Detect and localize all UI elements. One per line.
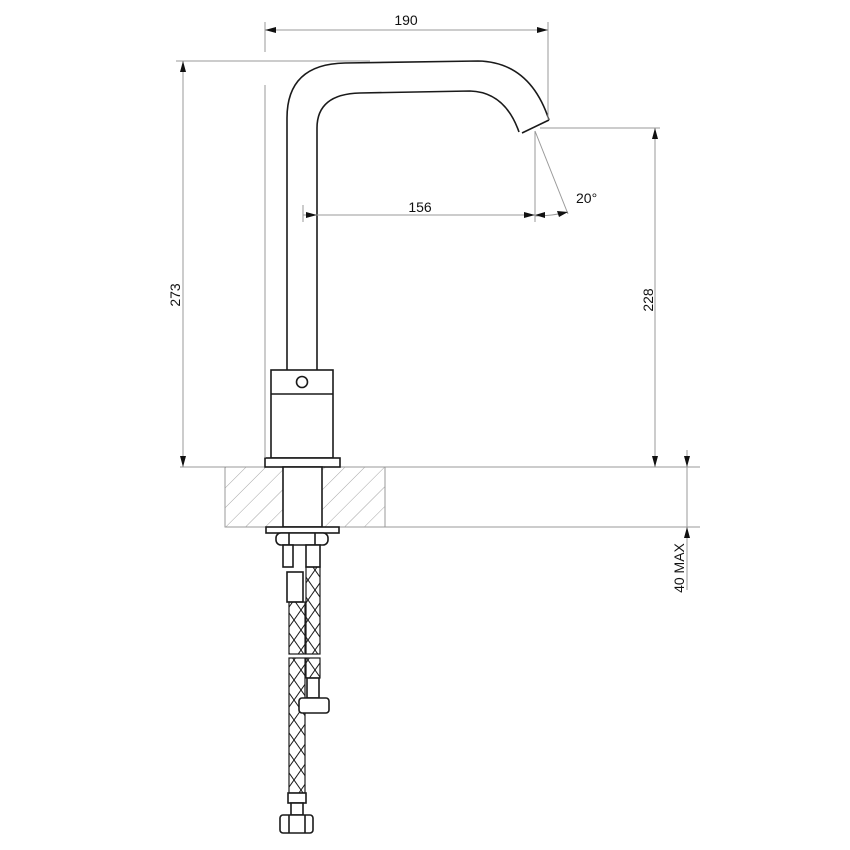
dimension-228: 228 [540, 127, 660, 467]
flexible-hoses [279, 544, 330, 834]
faucet-body [264, 369, 341, 468]
countertop-section [180, 466, 700, 528]
dimension-label-273: 273 [167, 283, 183, 307]
shank [265, 466, 340, 546]
fixing-nut [275, 532, 329, 546]
washer [265, 526, 340, 534]
dimension-angle-20: 20° [534, 130, 597, 218]
dimension-190: 190 [264, 12, 549, 120]
dimension-label-228: 228 [640, 288, 656, 312]
dimension-156: 156 [302, 131, 536, 222]
dimension-label-156: 156 [408, 199, 432, 215]
sensor-hole-icon [295, 375, 309, 389]
dimension-label-20deg: 20° [576, 190, 597, 206]
dimension-40-max: 40 MAX [671, 450, 690, 593]
dimension-273: 273 [167, 60, 370, 467]
base-flange [264, 457, 341, 468]
dimension-label-190: 190 [394, 12, 418, 28]
spout [286, 60, 550, 370]
dimension-label-40-max: 40 MAX [671, 542, 687, 592]
